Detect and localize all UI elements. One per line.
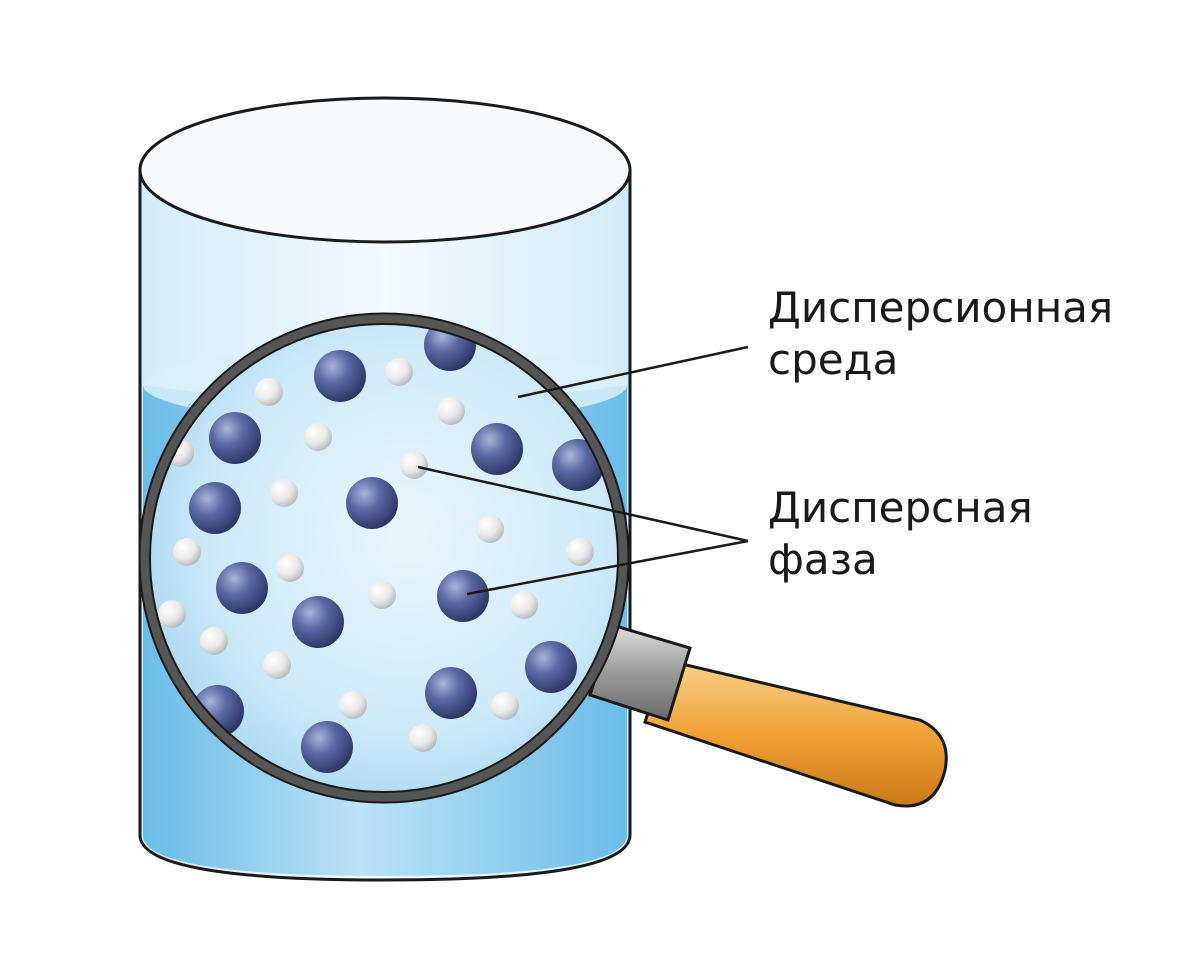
small-particle-icon [270,479,298,507]
small-particle-icon [510,591,538,619]
magnifying-glass-icon [138,312,948,808]
large-particle-icon [216,562,268,614]
dispersion-medium-line-1: Дисперсионная [768,283,1114,332]
large-particle-icon [292,596,344,648]
small-particle-icon [276,554,304,582]
lens-rim-band [140,314,628,802]
large-particle-icon [314,350,366,402]
pointer-lines [417,345,749,596]
small-particle-icon [255,378,283,406]
small-particle-icon [566,538,594,566]
small-particle-icon [173,538,201,566]
small-particle-icon [200,627,228,655]
magnifier-handle [643,658,948,808]
large-particles [189,322,604,773]
lens-rim-inner [149,323,619,793]
large-particle-icon [425,667,477,719]
lens-rim [138,312,630,804]
dispersed-phase-label: Дисперсная фаза [768,482,1033,586]
small-particle-icon [304,423,332,451]
small-particle-icon [409,724,437,752]
small-particle-icon [263,651,291,679]
large-particle-icon [471,423,523,475]
dispersion-medium-label: Дисперсионная среда [768,282,1113,386]
large-particle-icon [189,482,241,534]
beaker-rim [138,96,632,244]
dispersed-phase-line-1: Дисперсная [768,483,1033,532]
small-particles [158,358,594,752]
phase-pointer-line-large [466,539,749,596]
dispersion-medium-line-2: среда [768,335,899,384]
small-particle-icon [158,600,186,628]
small-particle-icon [368,581,396,609]
small-particle-icon [339,691,367,719]
large-particle-icon [346,477,398,529]
phase-pointer-line-small [417,465,749,543]
dispersed-phase-line-2: фаза [768,535,878,584]
large-particle-icon [209,412,261,464]
large-particle-icon [437,570,489,622]
small-particle-icon [476,515,504,543]
small-particle-icon [400,451,428,479]
small-particle-icon [437,397,465,425]
small-particle-icon [385,358,413,386]
large-particle-icon [301,721,353,773]
large-particle-icon [525,641,577,693]
medium-pointer-line [517,345,749,399]
large-particle-icon [552,439,604,491]
small-particle-icon [491,692,519,720]
